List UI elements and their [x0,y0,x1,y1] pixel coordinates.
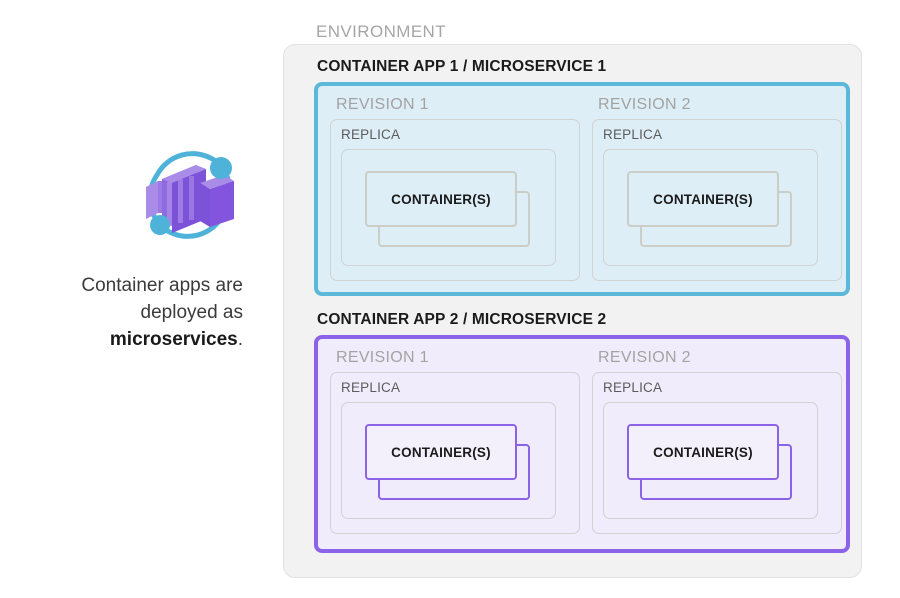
app1-revision-1-container-card-front: CONTAINER(S) [365,171,517,227]
left-panel: Container apps are deployed as microserv… [0,0,283,598]
container-app-1-title: CONTAINER APP 1 / MICROSERVICE 1 [317,58,607,75]
app2-revision-2-container-label: CONTAINER(S) [653,444,753,460]
app2-revision-2-label: REVISION 2 [598,349,691,366]
container-app-1-group: CONTAINER APP 1 / MICROSERVICE 1 REVISIO… [314,58,850,308]
caption-text: Container apps are deployed as microserv… [23,272,243,353]
app2-revision-1: REVISION 1 REPLICA CONTAINER(S) [330,349,580,537]
app1-revision-2-inner-box: CONTAINER(S) [603,149,818,266]
app1-revision-2-replica-label: REPLICA [603,127,663,142]
environment-box: CONTAINER APP 1 / MICROSERVICE 1 REVISIO… [283,44,862,578]
app1-revision-1-container-label: CONTAINER(S) [391,191,491,207]
app2-revision-2: REVISION 2 REPLICA CONTAINER(S) [592,349,842,537]
caption-line-1: Container apps are [81,275,243,296]
app2-revision-1-inner-box: CONTAINER(S) [341,402,556,519]
app2-revision-2-replica-box: REPLICA CONTAINER(S) [592,372,842,534]
app1-revision-2: REVISION 2 REPLICA CONTAINER(S) [592,96,842,284]
environment-label: ENVIRONMENT [316,22,447,41]
app1-revision-2-label: REVISION 2 [598,96,691,113]
app1-revision-2-container-stack: CONTAINER(S) [627,171,792,247]
app2-revision-1-replica-box: REPLICA CONTAINER(S) [330,372,580,534]
app1-revision-2-replica-box: REPLICA CONTAINER(S) [592,119,842,281]
app2-revision-2-container-card-front: CONTAINER(S) [627,424,779,480]
app2-revision-2-inner-box: CONTAINER(S) [603,402,818,519]
caption-line-2: deployed as [140,302,243,323]
container-app-1-box: REVISION 1 REPLICA CONTAINER(S) REVISION [314,82,850,296]
app2-revision-1-container-stack: CONTAINER(S) [365,424,530,500]
azure-container-apps-icon [138,143,242,247]
app1-revision-1-inner-box: CONTAINER(S) [341,149,556,266]
container-app-2-title: CONTAINER APP 2 / MICROSERVICE 2 [317,311,607,328]
app1-revision-1-label: REVISION 1 [336,96,429,113]
caption-emphasis: microservices [109,329,238,350]
app2-revision-2-replica-label: REPLICA [603,380,663,395]
app1-revision-1-replica-box: REPLICA CONTAINER(S) [330,119,580,281]
app1-revision-1: REVISION 1 REPLICA CONTAINER(S) [330,96,580,284]
app1-revision-2-container-label: CONTAINER(S) [653,191,753,207]
caption-period: . [237,329,243,350]
app2-revision-2-container-stack: CONTAINER(S) [627,424,792,500]
app1-revision-2-container-card-front: CONTAINER(S) [627,171,779,227]
azure-container-apps-icon-svg [146,151,234,239]
app1-revision-1-replica-label: REPLICA [341,127,401,142]
app2-revision-1-container-card-front: CONTAINER(S) [365,424,517,480]
app2-revision-1-replica-label: REPLICA [341,380,401,395]
container-app-2-group: CONTAINER APP 2 / MICROSERVICE 2 REVISIO… [314,311,850,564]
container-app-2-box: REVISION 1 REPLICA CONTAINER(S) REVISION [314,335,850,553]
app1-revision-1-container-stack: CONTAINER(S) [365,171,530,247]
app2-revision-1-container-label: CONTAINER(S) [391,444,491,460]
app2-revision-1-label: REVISION 1 [336,349,429,366]
